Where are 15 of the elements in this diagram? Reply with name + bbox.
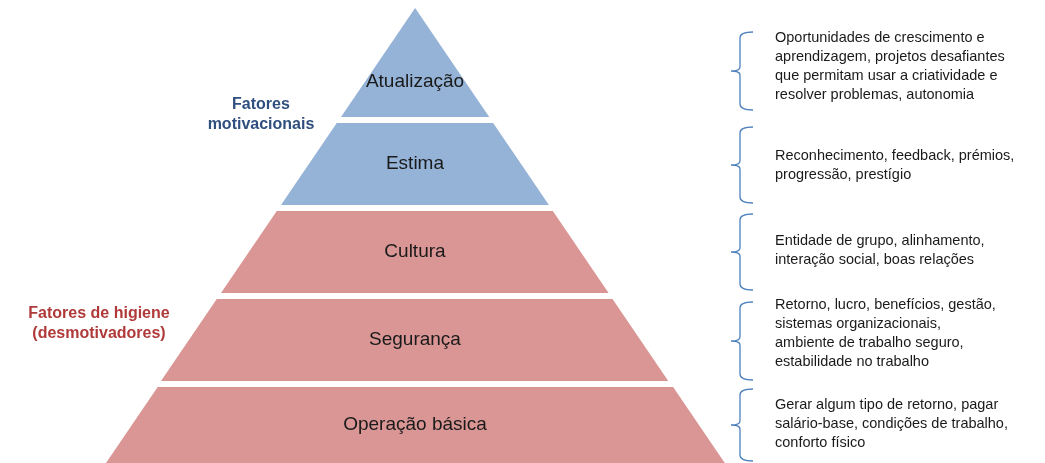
pyramid-level (221, 211, 609, 293)
level-label: Cultura (383, 240, 447, 262)
group-label: Fatores de higiene (desmotivadores) (27, 303, 171, 343)
level-description: Retorno, lucro, benefícios, gestão, sistemas organizacionais, ambiente de trabalho seguro, estabilidade no trabalho (775, 295, 997, 371)
level-description: Entidade de grupo, alinhamento, interação social, boas relações (775, 231, 986, 269)
level-description: Gerar algum tipo de retorno, pagar salário-base, condições de trabalho, conforto físico (775, 395, 1009, 452)
level-label: Operação básica (342, 413, 488, 435)
pyramid-level (105, 387, 725, 463)
level-description: Reconhecimento, feedback, prémios, progressão, prestígio (775, 146, 1016, 184)
pyramid-level (340, 8, 490, 117)
level-label: Segurança (368, 328, 462, 350)
level-label: Estima (384, 152, 445, 174)
group-label: Fatores motivacionais (206, 94, 316, 134)
level-label: Atualização (364, 70, 466, 92)
level-description: Oportunidades de crescimento e aprendizagem, projetos desafiantes que permitam usar a criatividade e resolver problemas, autonomia (775, 28, 1006, 104)
